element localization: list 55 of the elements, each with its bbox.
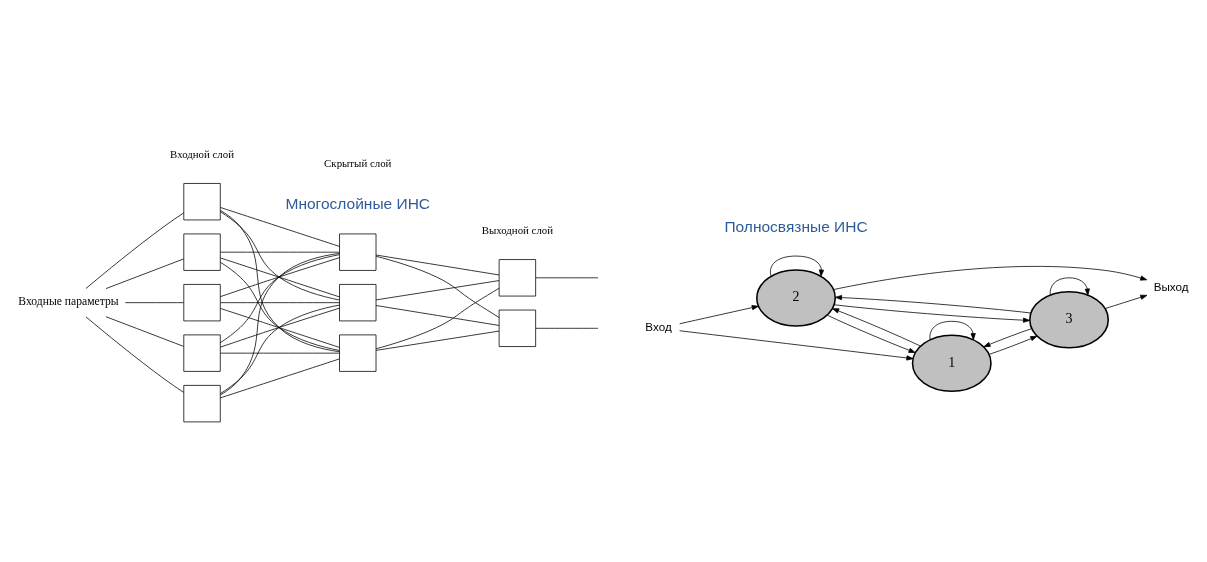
connector <box>220 210 340 300</box>
node-text: Выход <box>1153 279 1189 293</box>
connector <box>375 255 500 318</box>
label: Полносвязные ИНС <box>724 217 868 235</box>
connector <box>124 301 184 303</box>
connector <box>375 330 500 351</box>
node-box <box>339 233 377 271</box>
label: Скрытый слой <box>324 156 392 169</box>
arrow <box>988 335 1038 355</box>
arrow <box>983 327 1033 347</box>
arrow <box>1049 276 1090 296</box>
connector <box>220 301 340 303</box>
connector <box>105 258 184 289</box>
connector <box>220 252 340 395</box>
node-box <box>498 258 537 296</box>
arrow <box>1104 294 1148 309</box>
node-box <box>183 182 221 220</box>
connector <box>220 209 340 352</box>
connector <box>375 279 500 300</box>
node-text: Входные параметры <box>18 294 119 308</box>
connector <box>220 251 340 253</box>
node-box <box>183 334 221 372</box>
label: Выходной слой <box>481 223 554 236</box>
connector <box>105 315 184 347</box>
arrow <box>770 255 825 277</box>
label: Входной слой <box>170 147 235 160</box>
node-box <box>183 283 221 321</box>
node-box <box>183 384 221 422</box>
connector <box>535 276 599 278</box>
arrow <box>832 307 921 346</box>
connector <box>85 316 184 393</box>
label: Многослойные ИНС <box>285 194 431 212</box>
connector <box>85 212 184 289</box>
arrow <box>833 303 1031 323</box>
node-box <box>339 283 377 321</box>
connector <box>220 304 340 394</box>
arrow <box>679 329 914 360</box>
arrow <box>835 294 1032 313</box>
connector <box>375 287 500 349</box>
arrow <box>826 314 916 353</box>
arrow <box>833 265 1148 290</box>
connector <box>535 327 599 329</box>
node-box <box>498 309 537 347</box>
node-box <box>339 334 377 372</box>
connector <box>375 304 500 326</box>
connector <box>220 253 340 343</box>
arrow <box>679 304 759 324</box>
connector <box>220 206 340 247</box>
connector <box>375 254 500 275</box>
connector <box>220 261 340 351</box>
arrow <box>929 320 976 340</box>
connector <box>220 352 340 354</box>
node-box <box>183 233 221 271</box>
connector <box>220 358 340 398</box>
node-text: Вход <box>645 319 672 333</box>
